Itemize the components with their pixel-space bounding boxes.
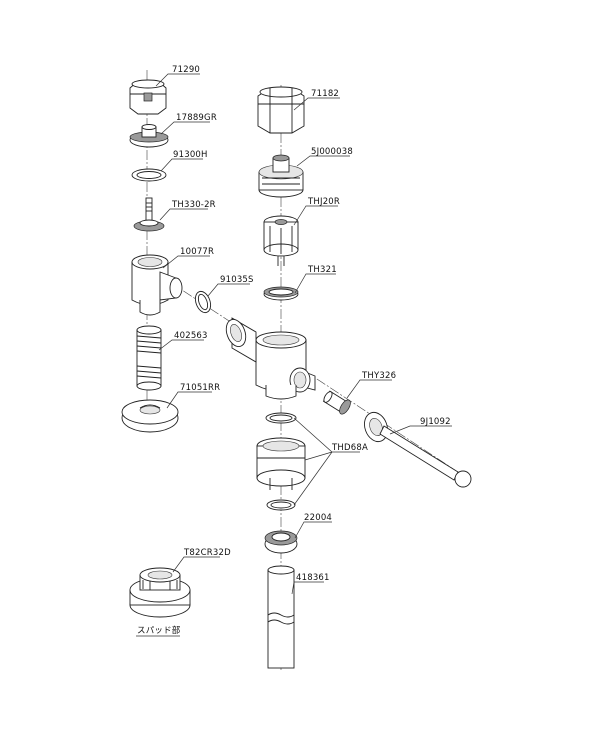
diagonal-axis-line bbox=[169, 281, 471, 481]
part-9J1092-handle bbox=[364, 411, 472, 488]
label-THY326: THY326 bbox=[361, 371, 396, 381]
part-5J000038-cartridge bbox=[258, 154, 304, 198]
part-labels: 71290 17889GR 91300H TH330-2R 10077R 910… bbox=[136, 65, 451, 637]
part-TH330-stem bbox=[133, 197, 165, 232]
label-402563: 402563 bbox=[174, 331, 208, 341]
label-T82CR32D: T82CR32D bbox=[183, 548, 231, 558]
part-91035S-ring bbox=[194, 290, 212, 314]
label-10077R: 10077R bbox=[180, 247, 214, 257]
label-spud: スパッド部 bbox=[137, 625, 181, 636]
label-TH321: TH321 bbox=[307, 265, 337, 275]
part-71051RR-flange bbox=[121, 399, 179, 433]
part-17889GR-nut bbox=[129, 124, 169, 148]
part-TH321-ring bbox=[263, 286, 299, 301]
part-valve-body bbox=[225, 317, 316, 400]
label-5J000038: 5J000038 bbox=[311, 147, 353, 157]
part-71182-cap bbox=[257, 86, 305, 134]
part-THY326-valve bbox=[322, 390, 351, 415]
part-T82CR32D-spud bbox=[129, 567, 191, 618]
leader-lines bbox=[155, 73, 452, 595]
part-71290-cap bbox=[129, 79, 167, 115]
label-THJ20R: THJ20R bbox=[307, 197, 340, 207]
label-91035S: 91035S bbox=[220, 275, 254, 285]
part-91300H-washer bbox=[131, 168, 167, 182]
label-91300H: 91300H bbox=[173, 150, 208, 160]
label-TH330-2R: TH330-2R bbox=[171, 200, 216, 210]
label-22004: 22004 bbox=[304, 513, 332, 523]
label-418361: 418361 bbox=[296, 573, 330, 583]
label-71290: 71290 bbox=[172, 65, 200, 75]
part-402563-pipe bbox=[136, 325, 162, 391]
label-71051RR: 71051RR bbox=[180, 383, 220, 393]
label-9J1092: 9J1092 bbox=[420, 417, 451, 427]
part-THD68A-assembly bbox=[256, 412, 306, 511]
part-418361-tube bbox=[267, 565, 295, 669]
part-22004-nut bbox=[264, 530, 298, 554]
label-71182: 71182 bbox=[311, 89, 339, 99]
label-THD68A: THD68A bbox=[331, 443, 368, 453]
part-THJ20R-piston bbox=[263, 215, 299, 266]
part-10077R-body bbox=[131, 254, 183, 316]
label-17889GR: 17889GR bbox=[176, 113, 217, 123]
